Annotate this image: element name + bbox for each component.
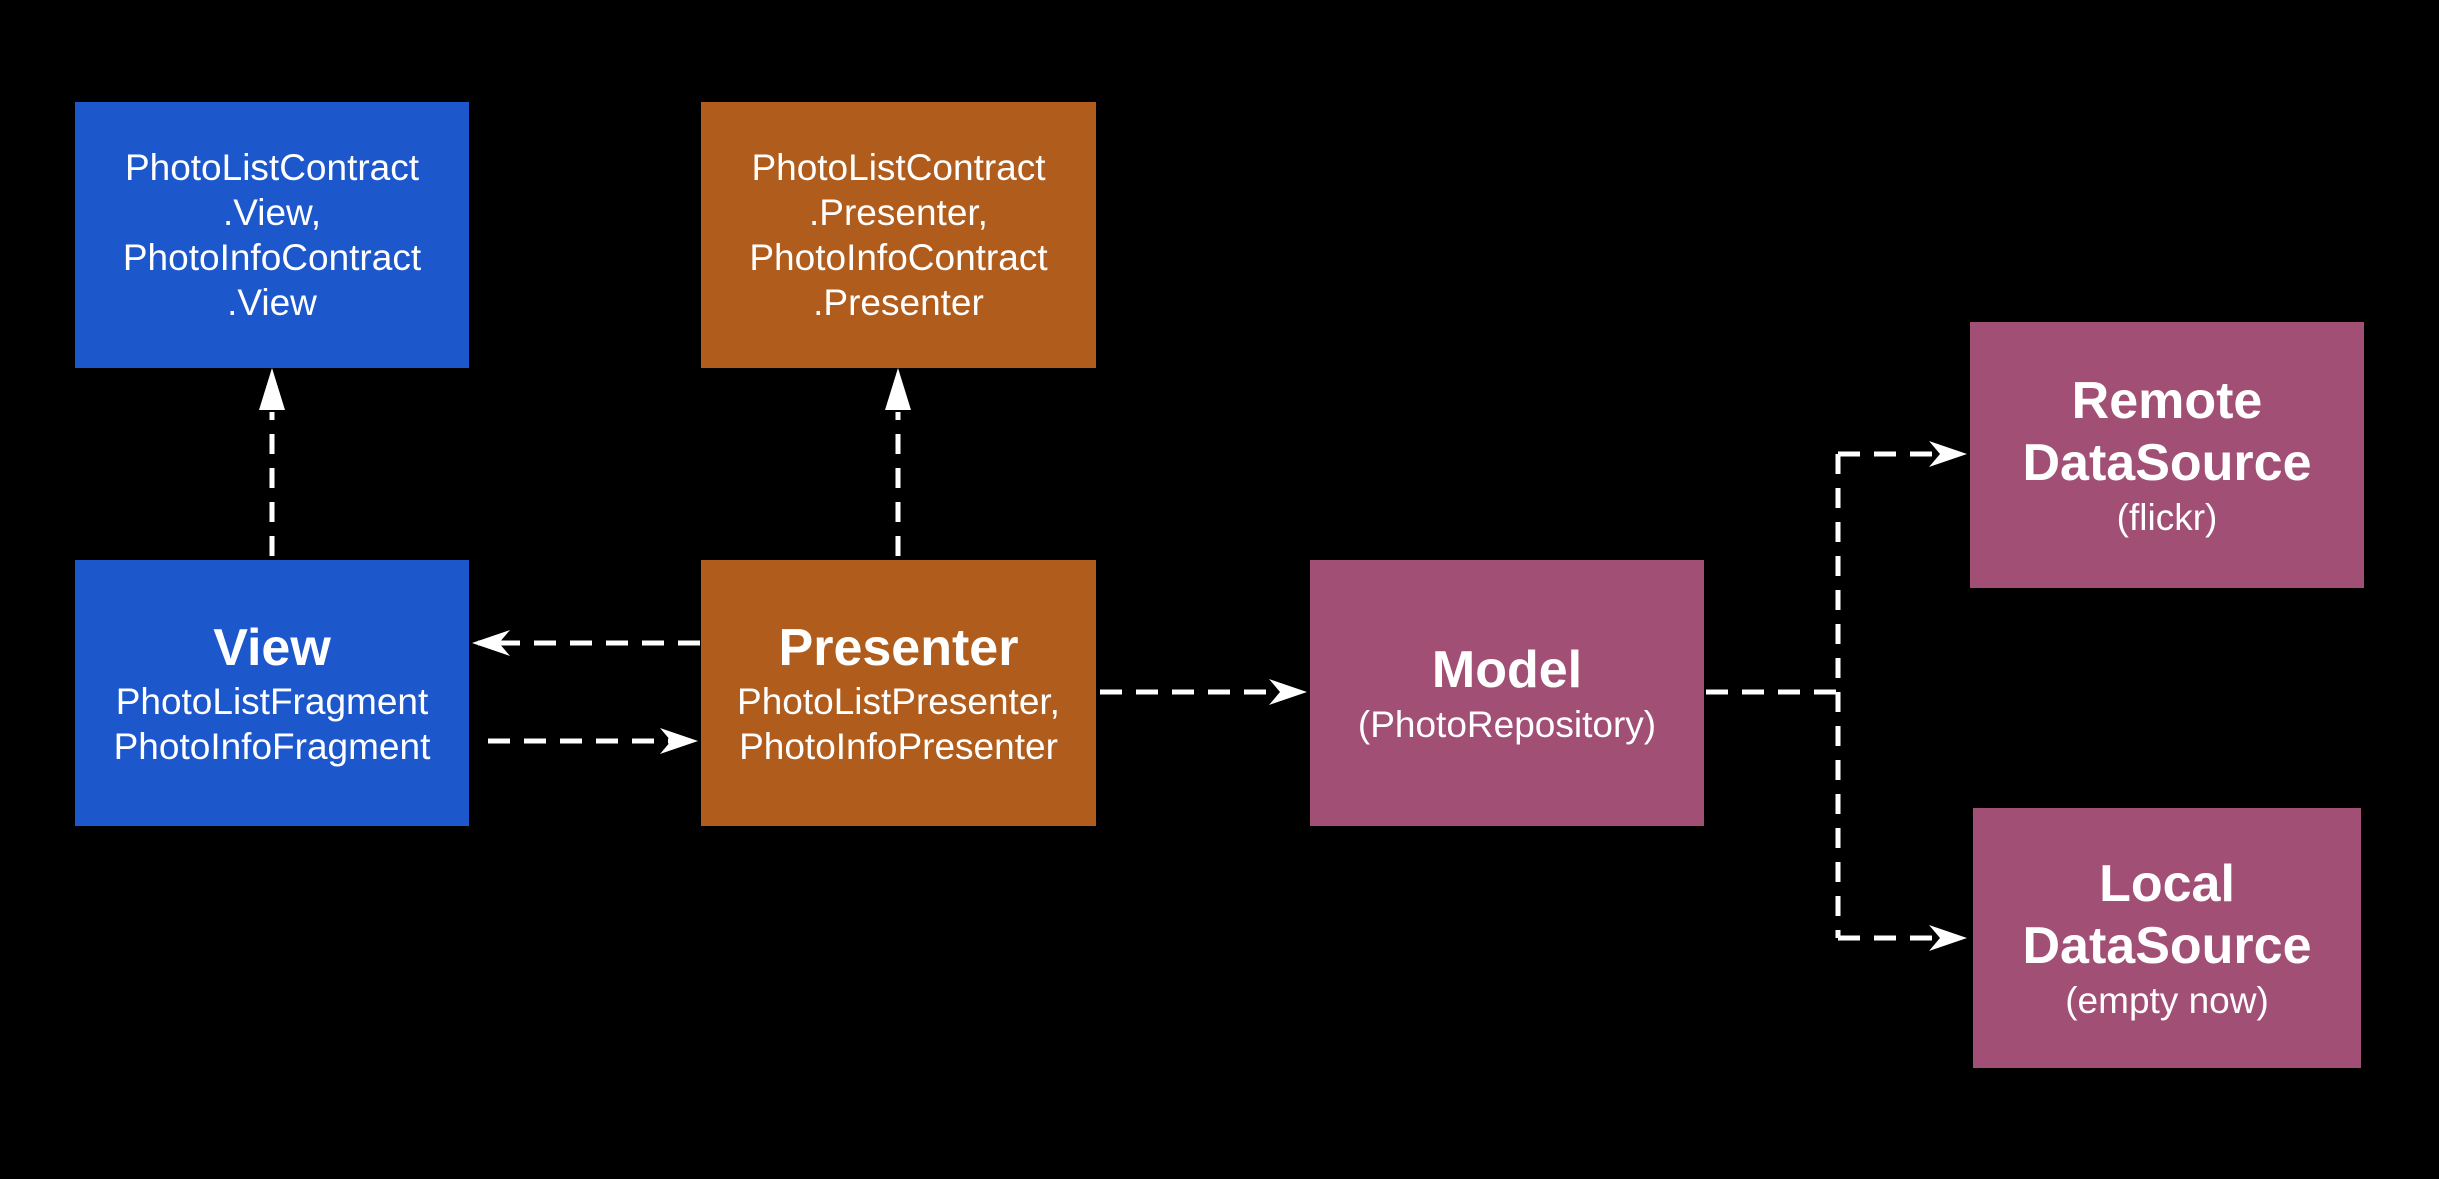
arrowhead-icon — [660, 728, 698, 754]
arrowhead-icon — [1269, 679, 1307, 705]
presenter-line: PhotoListPresenter, — [737, 681, 1060, 723]
connector-presenter-implements — [885, 368, 911, 556]
model-title: Model — [1431, 641, 1583, 700]
view-contract-line: .View — [227, 282, 317, 324]
view-line: PhotoListFragment — [115, 681, 429, 723]
remote-subtitle: (flickr) — [2116, 496, 2218, 538]
connector-presenter-to-model — [1100, 679, 1307, 705]
view-contract-line: PhotoListContract — [124, 146, 420, 188]
remote-datasource-box: Remote DataSource (flickr) — [1970, 322, 2364, 588]
remote-title-line: Remote — [2071, 372, 2263, 431]
connector-model-to-datasources — [1706, 441, 1967, 951]
connector-presenter-to-view — [472, 630, 700, 656]
triangle-arrowhead-icon — [885, 368, 911, 410]
presenter-contract-line: PhotoListContract — [751, 146, 1046, 188]
arrowhead-icon — [472, 630, 510, 656]
remote-title-line: DataSource — [2022, 434, 2312, 493]
arrowhead-icon — [1929, 441, 1967, 467]
model-subtitle: (PhotoRepository) — [1357, 703, 1657, 745]
presenter-contract-line: .Presenter, — [809, 191, 988, 233]
connector-view-implements — [259, 368, 285, 556]
view-contract-box: PhotoListContract .View, PhotoInfoContra… — [75, 102, 469, 368]
view-box: View PhotoListFragment PhotoInfoFragment — [75, 560, 469, 826]
view-line: PhotoInfoFragment — [113, 726, 431, 768]
presenter-contract-line: .Presenter — [813, 282, 984, 324]
view-contract-line: .View, — [222, 191, 322, 233]
local-subtitle: (empty now) — [2065, 979, 2269, 1021]
local-title-line: Local — [2099, 855, 2235, 914]
local-datasource-box: Local DataSource (empty now) — [1973, 808, 2361, 1068]
presenter-contract-line: PhotoInfoContract — [749, 237, 1048, 278]
presenter-box: Presenter PhotoListPresenter, PhotoInfoP… — [701, 560, 1096, 826]
connector-view-to-presenter — [488, 728, 698, 754]
presenter-contract-box: PhotoListContract .Presenter, PhotoInfoC… — [701, 102, 1096, 368]
view-title: View — [213, 618, 331, 677]
model-box: Model (PhotoRepository) — [1310, 560, 1704, 826]
presenter-line: PhotoInfoPresenter — [739, 726, 1058, 768]
arrowhead-icon — [1929, 925, 1967, 951]
local-title-line: DataSource — [2022, 917, 2312, 976]
view-contract-line: PhotoInfoContract — [122, 237, 422, 278]
triangle-arrowhead-icon — [259, 368, 285, 410]
presenter-title: Presenter — [778, 618, 1019, 677]
